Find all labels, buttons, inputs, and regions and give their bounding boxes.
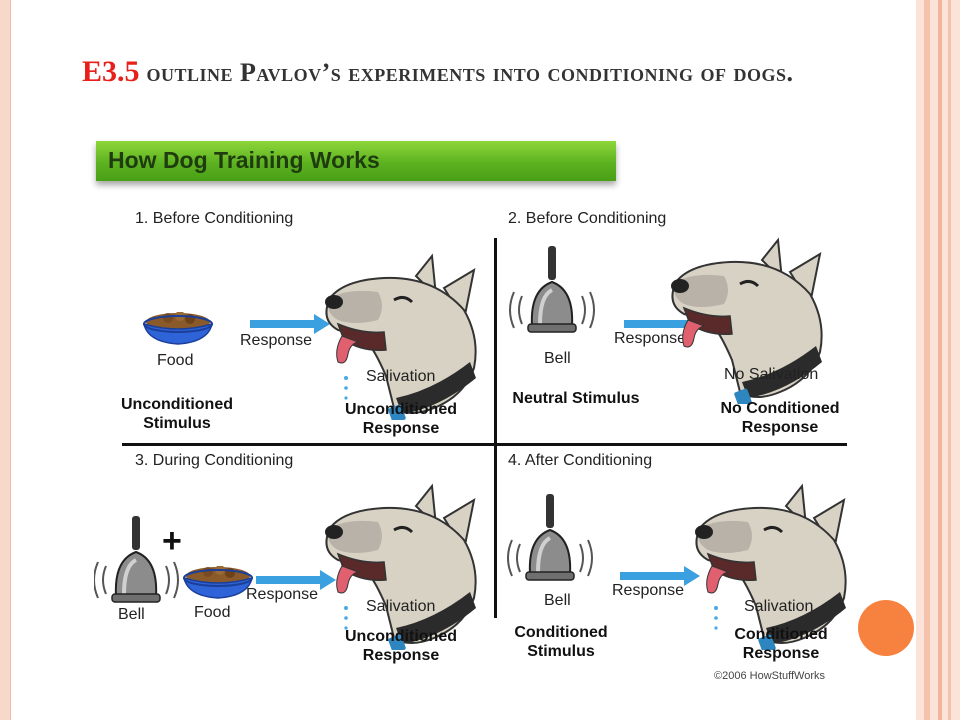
panel-3-arrow-label: Response bbox=[246, 586, 319, 603]
panel-1-outcome-label: Salivation bbox=[366, 368, 436, 385]
orange-accent-circle bbox=[858, 600, 914, 656]
objective-code: E3.5 bbox=[82, 55, 140, 88]
objective-text: outline Pavlov’s experiments into condit… bbox=[139, 58, 794, 87]
panel-3-stimulus-label: Bell bbox=[118, 606, 145, 623]
panel-2-heading: 2. Before Conditioning bbox=[508, 210, 667, 227]
panel-4-outcome-label: Salivation bbox=[744, 598, 814, 615]
left-border-stripe bbox=[0, 0, 11, 720]
bell-icon bbox=[508, 244, 596, 334]
slide-title: E3.5 outline Pavlov’s experiments into c… bbox=[82, 44, 862, 99]
panel-2-stimulus-term: Neutral Stimulus bbox=[512, 390, 640, 407]
bell-icon bbox=[506, 492, 594, 582]
panel-1-arrow-label: Response bbox=[240, 332, 313, 349]
panel-4-heading: 4. After Conditioning bbox=[508, 452, 653, 469]
vertical-divider bbox=[494, 238, 497, 618]
figure-banner: How Dog Training Works bbox=[96, 141, 616, 181]
salivating-dog-icon bbox=[323, 484, 478, 650]
horizontal-divider bbox=[122, 443, 847, 446]
plus-sign: + bbox=[162, 522, 182, 560]
panel-3-outcome-label: Salivation bbox=[366, 598, 436, 615]
panel-2-outcome-label: No Salivation bbox=[724, 366, 819, 383]
panel-1-heading: 1. Before Conditioning bbox=[135, 210, 294, 227]
salivating-dog-icon bbox=[323, 254, 478, 420]
banner-title: How Dog Training Works bbox=[108, 147, 380, 173]
panel-1-stimulus-label: Food bbox=[157, 352, 194, 369]
panel-2-arrow-label: Response bbox=[614, 330, 687, 347]
panel-2-stimulus-label: Bell bbox=[544, 350, 571, 367]
right-border-stripes bbox=[916, 0, 960, 720]
panel-3-heading: 3. During Conditioning bbox=[135, 452, 294, 469]
conditioning-diagram: 1. Before Conditioning Food Response Sal… bbox=[90, 196, 860, 691]
copyright-note: ©2006 HowStuffWorks bbox=[714, 670, 826, 682]
panel-4-stimulus-label: Bell bbox=[544, 592, 571, 609]
panel-3-food-label: Food bbox=[194, 604, 231, 621]
panel-4-arrow-label: Response bbox=[612, 582, 685, 599]
food-bowl-icon bbox=[143, 312, 213, 345]
